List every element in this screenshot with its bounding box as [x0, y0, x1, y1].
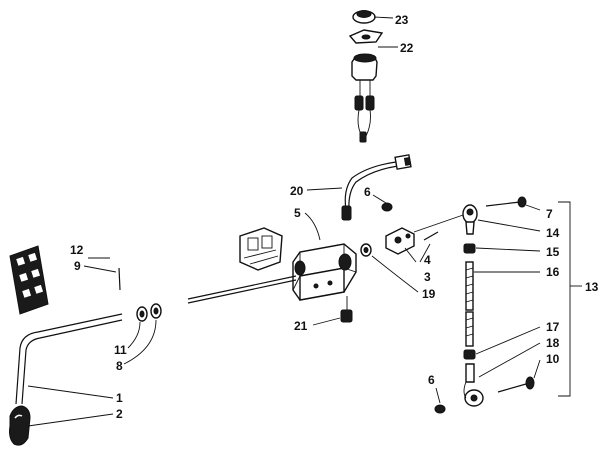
part-2-knob [9, 405, 31, 446]
callout-19: 19 [422, 287, 436, 301]
callout-23: 23 [395, 13, 409, 27]
part-5-housing [292, 243, 357, 301]
part-1-lever [15, 313, 123, 405]
switch-plate [239, 227, 283, 271]
callout-15: 15 [546, 245, 560, 259]
callout-11: 11 [114, 343, 127, 357]
callout-6-lower: 6 [428, 373, 435, 387]
callout-4: 4 [424, 253, 431, 267]
rod-end-upper-14 [462, 204, 478, 235]
part-11-washer [136, 306, 148, 322]
part-3-bracket [385, 227, 415, 255]
callout-22: 22 [400, 41, 414, 55]
callout-14: 14 [546, 226, 560, 240]
part-20-cable [341, 154, 412, 221]
part-6-nut-upper [381, 202, 393, 212]
leader-lines [27, 16, 582, 427]
part-19-washer [360, 243, 372, 257]
part-9-pin [118, 267, 121, 291]
part-8-washer [150, 303, 162, 319]
callout-5: 5 [294, 206, 301, 220]
callout-10: 10 [546, 352, 560, 366]
callout-12: 12 [70, 243, 84, 257]
callout-16: 16 [546, 265, 560, 279]
part-16-rod [465, 261, 474, 347]
callout-2: 2 [116, 407, 123, 421]
part-7-bolt [485, 196, 527, 208]
linkage-line [413, 213, 467, 233]
callout-7: 7 [546, 207, 553, 221]
part-23-cap [352, 10, 376, 24]
callout-8: 8 [116, 359, 123, 373]
part-4-pin [423, 231, 439, 241]
part-17-nut [463, 349, 476, 360]
rod-end-lower-18 [463, 363, 484, 407]
callout-18: 18 [546, 336, 560, 350]
part-10-bolt [497, 376, 535, 393]
callout-13: 13 [585, 280, 599, 294]
callout-6-upper: 6 [364, 185, 371, 199]
callout-21: 21 [294, 319, 308, 333]
part-gasket [348, 29, 384, 44]
callout-labels: 23 22 20 5 6 4 3 19 21 7 14 15 16 13 17 … [70, 13, 599, 421]
part-12-decal [9, 245, 49, 315]
part-22-switch [351, 53, 378, 143]
callout-9: 9 [74, 259, 81, 273]
part-15-nut [463, 243, 476, 254]
callout-17: 17 [546, 320, 560, 334]
part-6-nut-lower [434, 404, 446, 414]
shaft-rod [187, 275, 297, 304]
callout-1: 1 [116, 391, 123, 405]
callout-3: 3 [424, 270, 431, 284]
callout-20: 20 [290, 184, 304, 198]
part-21-nut [340, 296, 353, 323]
